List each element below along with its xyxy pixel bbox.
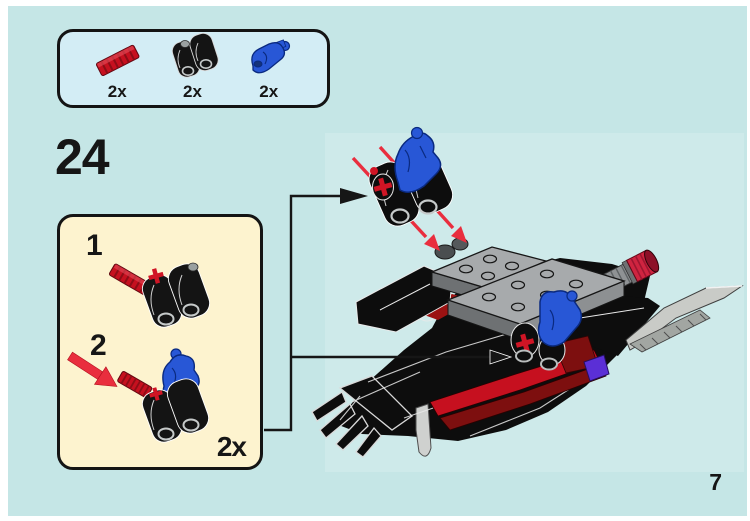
red-axle-cross <box>149 387 163 401</box>
blue-angle-connector-icon <box>250 39 290 74</box>
black-pin-connector-icon <box>141 262 211 328</box>
page-number: 7 <box>709 469 722 495</box>
substep-box: 1 2 <box>57 214 263 470</box>
black-pin-connector-icon <box>141 378 210 443</box>
black-pin-connector-icon <box>171 32 219 78</box>
parts-callout-box: 2x 2x 2x <box>57 29 330 108</box>
substep-1-label: 1 <box>86 229 103 262</box>
substep-quantity: 2x <box>216 431 247 462</box>
red-arrow-icon <box>67 351 118 387</box>
substep-1-image <box>108 262 211 328</box>
part-cell-red-axle: 2x <box>90 38 144 100</box>
step-number: 24 <box>55 129 110 185</box>
part-count: 2x <box>183 82 202 101</box>
substep-2-image <box>67 348 210 443</box>
red-axle-pin-icon <box>117 371 153 398</box>
part-count: 2x <box>259 82 279 101</box>
substep-2-label: 2 <box>90 329 107 362</box>
red-axle-pin-icon <box>96 44 140 77</box>
part-cell-black-connector: 2x <box>165 32 221 100</box>
red-axle-pin-icon <box>108 263 152 296</box>
part-count: 2x <box>107 82 127 101</box>
red-axle-cross <box>148 268 164 284</box>
part-cell-blue-connector: 2x <box>241 36 297 100</box>
